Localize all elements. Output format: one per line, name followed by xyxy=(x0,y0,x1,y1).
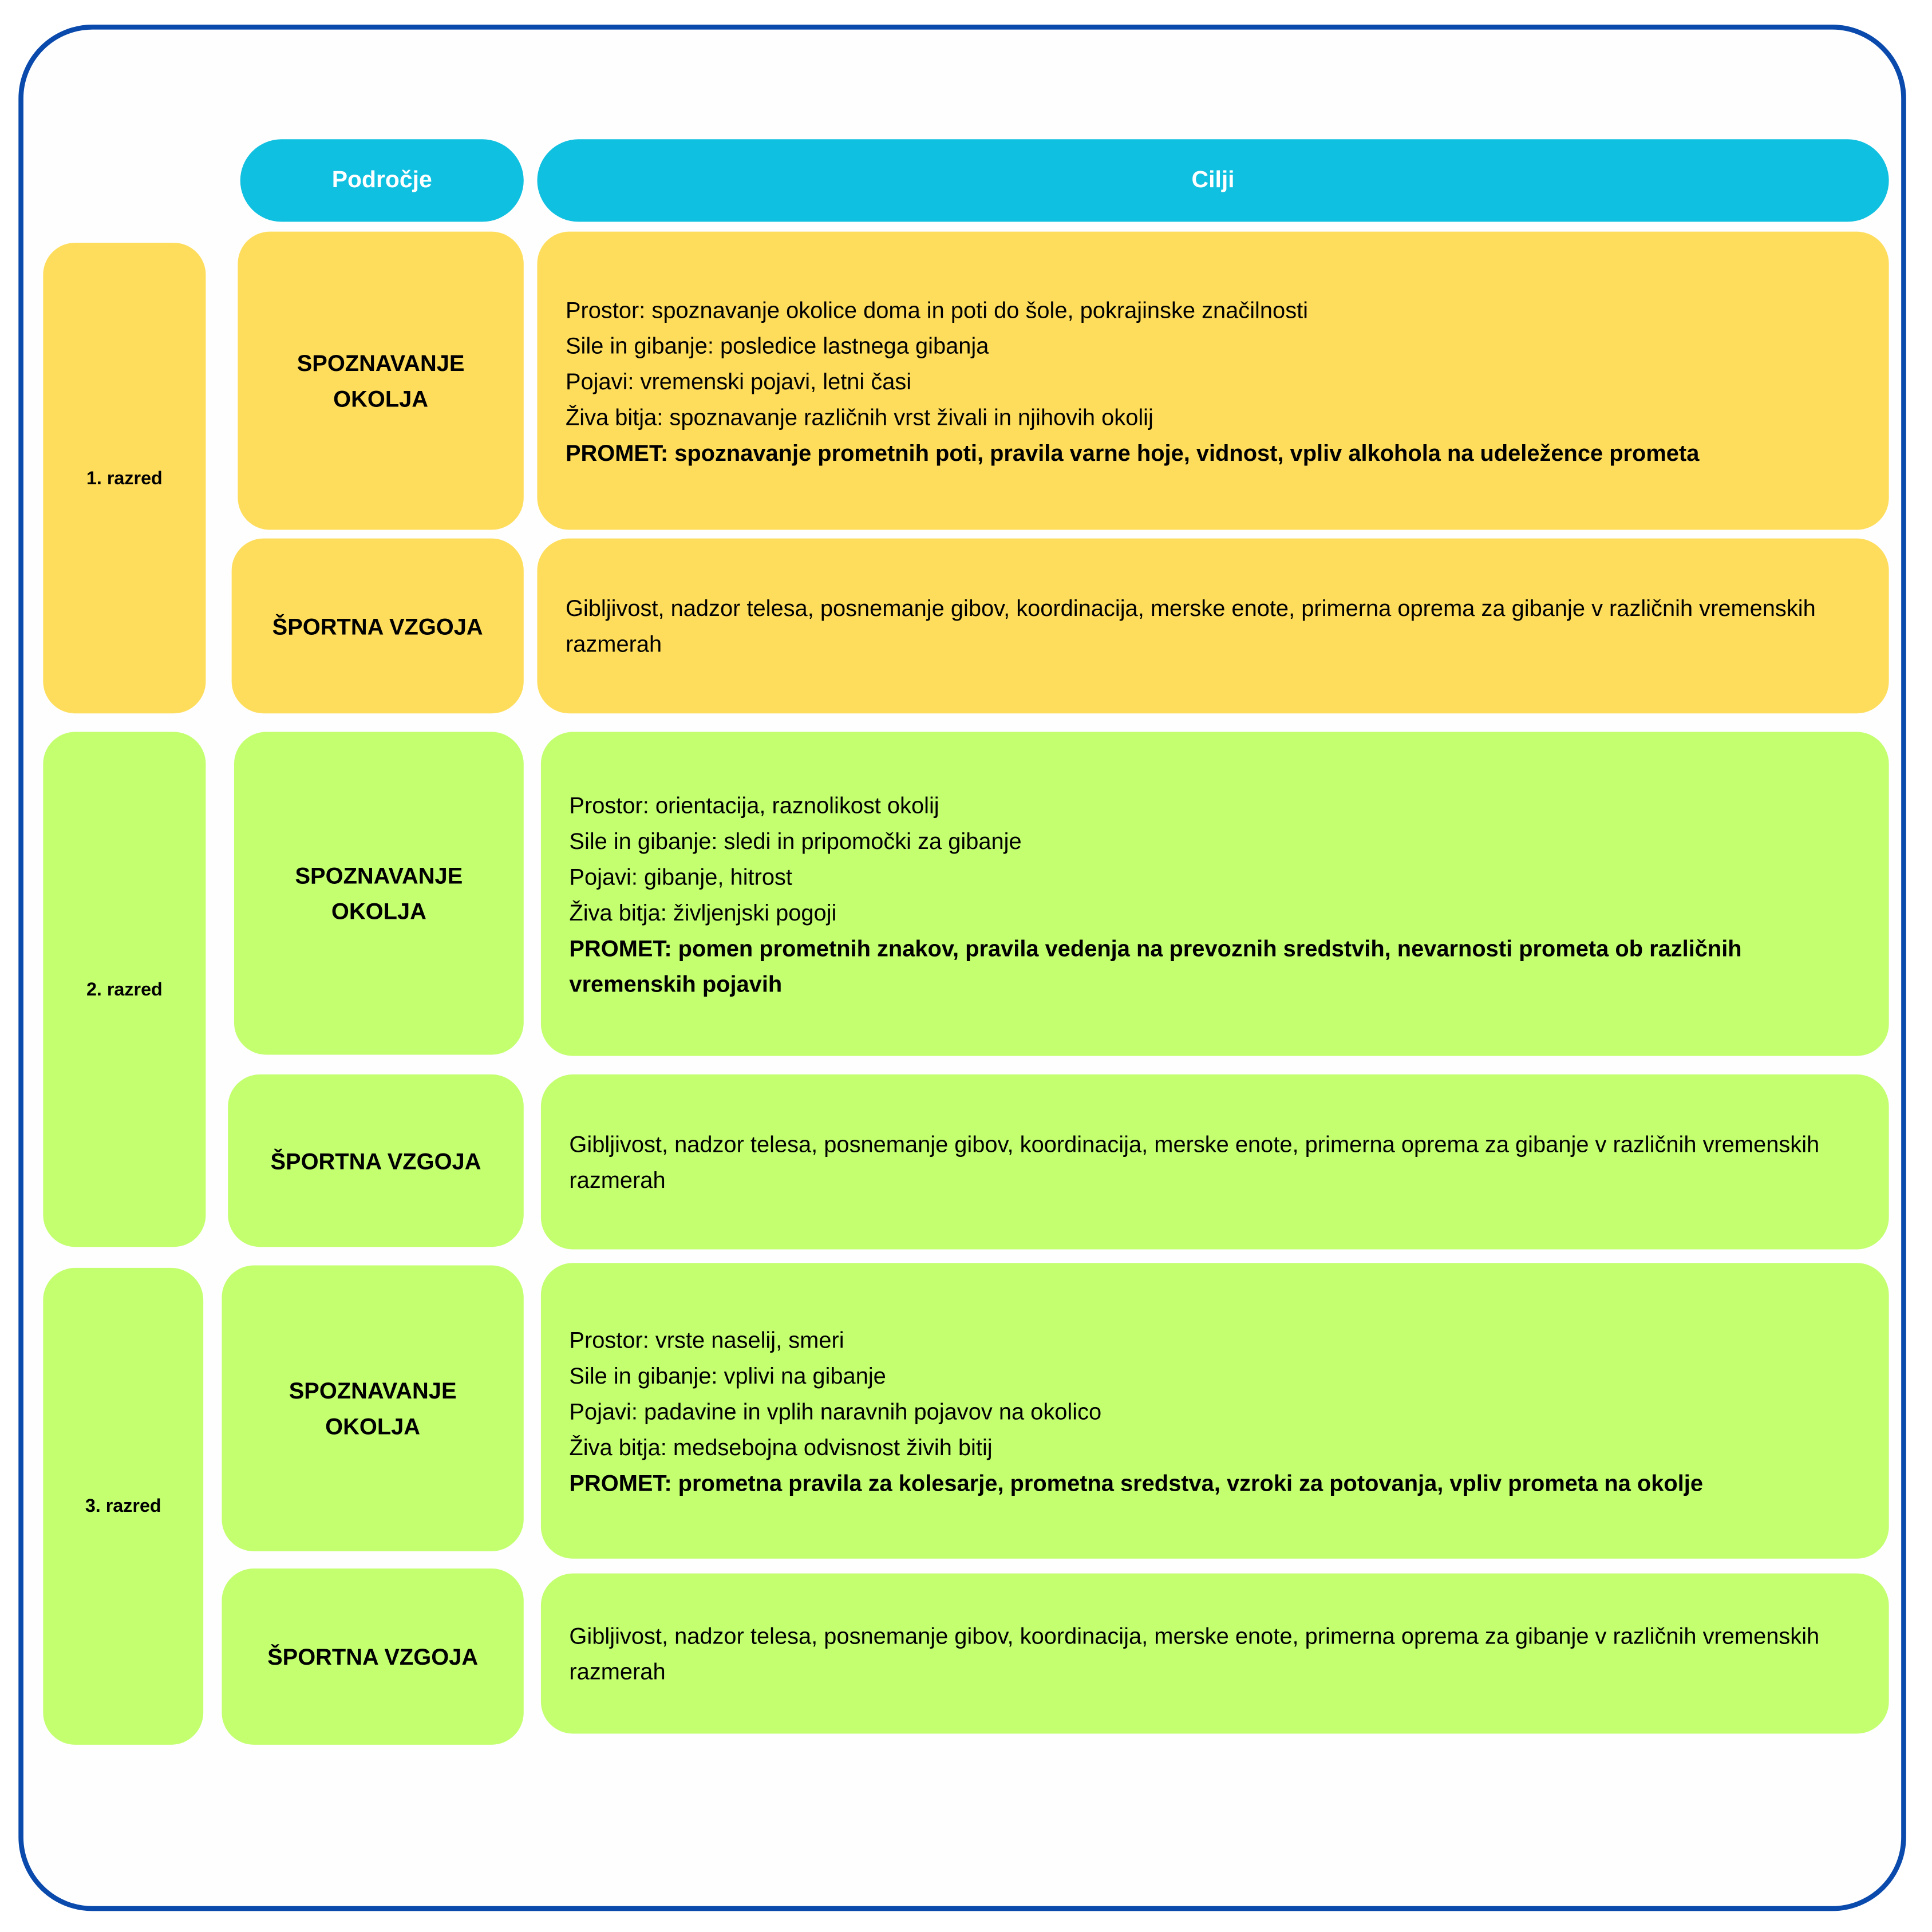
header-goals: Cilji xyxy=(537,139,1889,222)
goal-line: Pojavi: vremenski pojavi, letni časi xyxy=(565,368,912,394)
goal-line: Pojavi: gibanje, hitrost xyxy=(569,863,793,889)
goal-line: Sile in gibanje: sledi in pripomočki za … xyxy=(569,827,1022,854)
goals-pe-1: Gibljivost, nadzor telesa, posnemanje gi… xyxy=(537,538,1889,714)
area-env-1: SPOZNAVANJE OKOLJA xyxy=(238,231,524,530)
header-area-label: Področje xyxy=(331,167,432,193)
goals-env-2: Prostor: orientacija, raznolikost okolij… xyxy=(540,732,1889,1056)
grade-3: 3. razred xyxy=(43,1267,204,1745)
goal-line: Prostor: spoznavanje okolice doma in pot… xyxy=(565,296,1309,322)
goals-pe-2: Gibljivost, nadzor telesa, posnemanje gi… xyxy=(540,1074,1889,1250)
grade-label: 3. razred xyxy=(85,1496,161,1517)
header-goals-label: Cilji xyxy=(1191,167,1235,193)
goal-line: Pojavi: padavine in vplih naravnih pojav… xyxy=(569,1397,1102,1424)
goals-env-1: Prostor: spoznavanje okolice doma in pot… xyxy=(537,231,1889,530)
traffic-goal: PROMET: spoznavanje prometnih poti, prav… xyxy=(565,439,1700,465)
goals-pe-3: Gibljivost, nadzor telesa, posnemanje gi… xyxy=(540,1573,1889,1734)
grade-1: 1. razred xyxy=(43,243,206,714)
area-label: ŠPORTNA VZGOJA xyxy=(272,613,483,639)
goal-text: Gibljivost, nadzor telesa, posnemanje gi… xyxy=(565,595,1816,657)
area-pe-2: ŠPORTNA VZGOJA xyxy=(228,1074,524,1247)
goal-line: Prostor: orientacija, raznolikost okolij xyxy=(569,791,939,818)
goal-text: Gibljivost, nadzor telesa, posnemanje gi… xyxy=(569,1131,1820,1193)
grade-label: 2. razred xyxy=(86,979,163,1000)
area-pe-1: ŠPORTNA VZGOJA xyxy=(231,538,524,714)
area-label: ŠPORTNA VZGOJA xyxy=(267,1643,479,1670)
goal-line: Živa bitja: spoznavanje različnih vrst ž… xyxy=(565,403,1153,430)
area-label: SPOZNAVANJE OKOLJA xyxy=(297,350,465,412)
area-env-2: SPOZNAVANJE OKOLJA xyxy=(234,732,524,1055)
goals-env-3: Prostor: vrste naselij, smeri Sile in gi… xyxy=(540,1263,1889,1559)
goal-line: Sile in gibanje: vplivi na gibanje xyxy=(569,1362,886,1388)
traffic-goal: PROMET: pomen prometnih znakov, pravila … xyxy=(569,934,1742,997)
goal-line: Živa bitja: življenjski pogoji xyxy=(569,899,837,925)
goal-line: Živa bitja: medsebojna odvisnost živih b… xyxy=(569,1433,993,1460)
area-label: ŠPORTNA VZGOJA xyxy=(270,1147,481,1174)
area-env-3: SPOZNAVANJE OKOLJA xyxy=(222,1265,524,1551)
area-label: SPOZNAVANJE OKOLJA xyxy=(289,1377,457,1440)
goal-text: Gibljivost, nadzor telesa, posnemanje gi… xyxy=(569,1622,1820,1685)
grade-label: 1. razred xyxy=(86,467,163,489)
goal-line: Sile in gibanje: posledice lastnega giba… xyxy=(565,332,989,358)
grade-2: 2. razred xyxy=(43,732,206,1247)
area-label: SPOZNAVANJE OKOLJA xyxy=(295,862,463,924)
area-pe-3: ŠPORTNA VZGOJA xyxy=(222,1568,524,1745)
traffic-goal: PROMET: prometna pravila za kolesarje, p… xyxy=(569,1469,1703,1495)
goal-line: Prostor: vrste naselij, smeri xyxy=(569,1326,844,1353)
header-area: Področje xyxy=(240,139,524,222)
